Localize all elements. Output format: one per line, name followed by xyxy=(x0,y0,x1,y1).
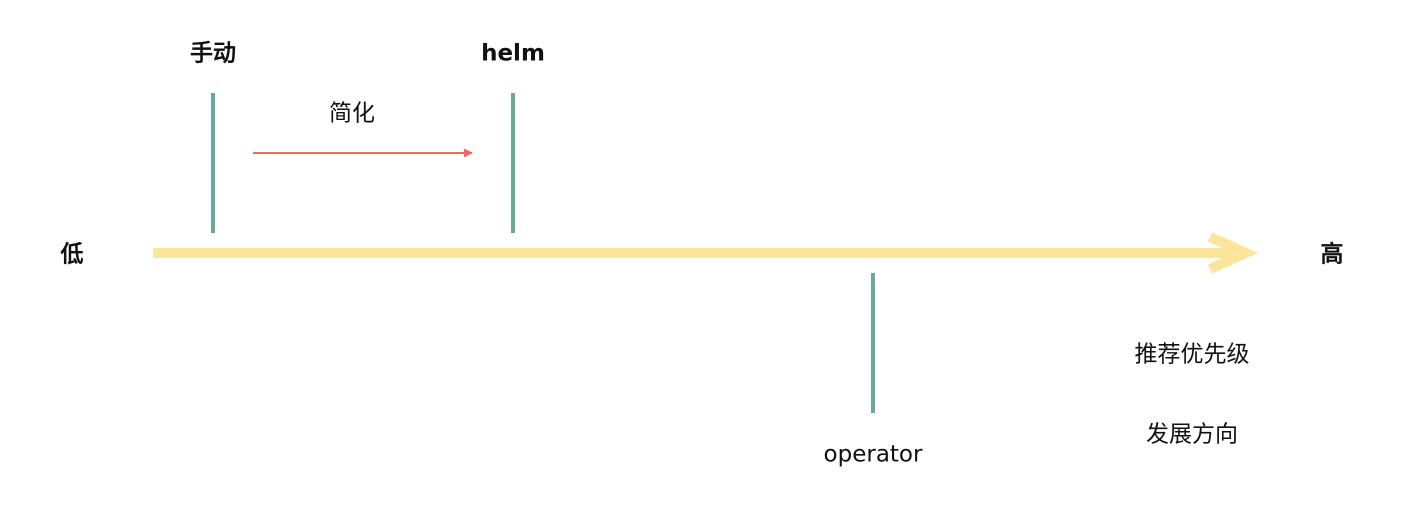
axis-low-label: 低 xyxy=(60,241,84,268)
axis-high-label: 高 xyxy=(1320,241,1344,268)
legend-direction: 发展方向 xyxy=(1146,421,1238,448)
marker-label-helm: helm xyxy=(481,40,545,67)
simplify-label: 简化 xyxy=(329,100,375,127)
marker-label-manual: 手动 xyxy=(190,40,236,67)
legend-priority: 推荐优先级 xyxy=(1134,341,1250,368)
axis-arrowhead xyxy=(1207,232,1259,274)
marker-label-operator: operator xyxy=(823,441,923,468)
